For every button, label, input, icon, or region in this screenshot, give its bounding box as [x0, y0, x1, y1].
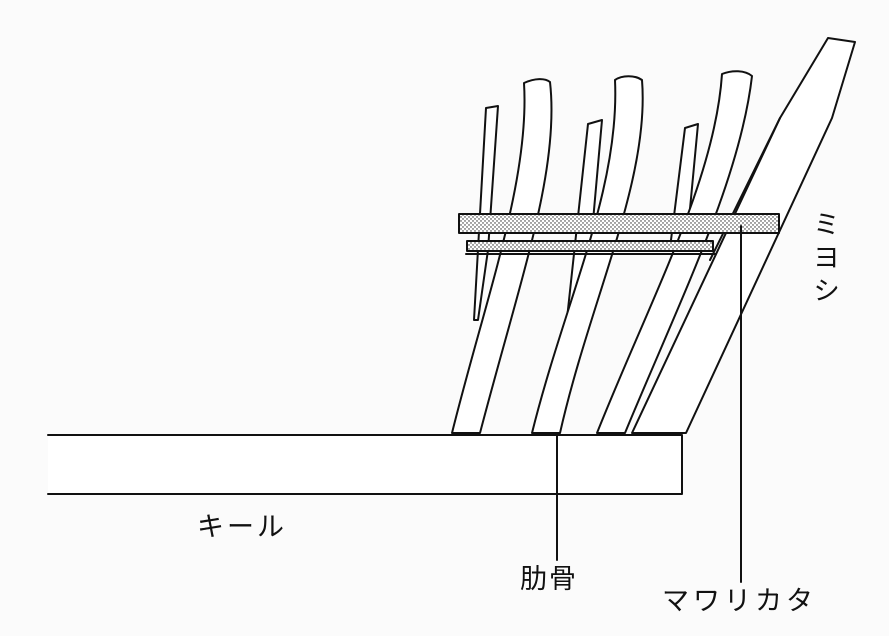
keel-label: キール — [197, 512, 287, 543]
rib-3 — [596, 70, 753, 434]
rib-label: 肋骨 — [520, 564, 578, 595]
miyoshi-label: ミヨシ — [808, 210, 839, 309]
keel-beam — [47, 434, 683, 495]
mawarikata-band-lower — [466, 240, 714, 252]
rib-1 — [451, 78, 553, 434]
stem-edge — [709, 117, 781, 261]
mawarikata-band-upper — [458, 213, 780, 234]
mawarikata-label: マワリカタ — [662, 586, 817, 617]
